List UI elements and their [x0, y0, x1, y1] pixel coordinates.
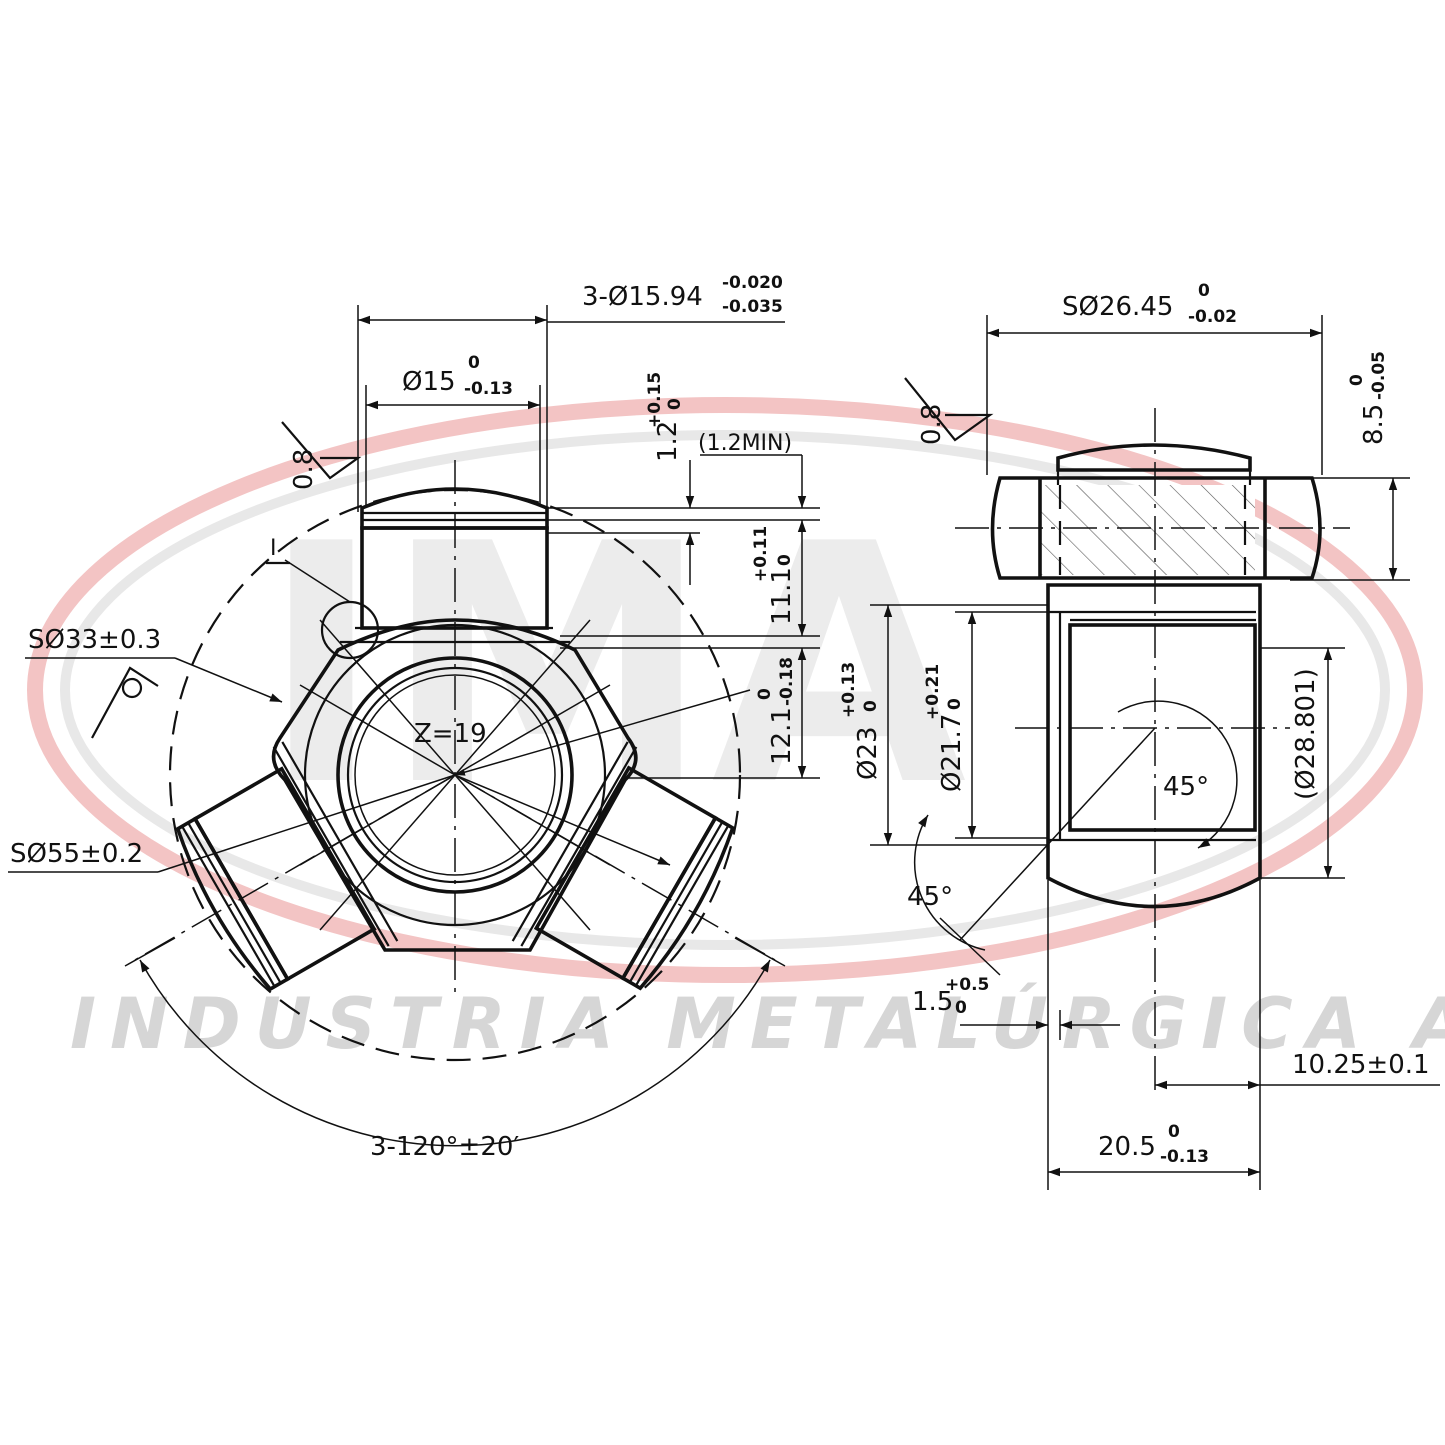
svg-text:+0.11: +0.11 [751, 526, 771, 582]
svg-text:0: 0 [468, 353, 480, 373]
svg-text:0: 0 [665, 398, 685, 410]
svg-text:-0.13: -0.13 [1160, 1147, 1209, 1167]
side-sphere-label: SØ26.45 [1062, 292, 1173, 322]
svg-text:+0.15: +0.15 [645, 372, 665, 428]
pin-diameter: Ø15 [402, 367, 456, 397]
svg-text:0: 0 [945, 698, 965, 710]
offset-label: 10.25±0.1 [1292, 1050, 1430, 1080]
svg-text:-0.035: -0.035 [722, 297, 783, 317]
svg-text:+0.21: +0.21 [923, 664, 943, 720]
chamfer-label: 1.5 [912, 987, 953, 1017]
width-label: 20.5 [1098, 1132, 1156, 1162]
shoulder-dim: 12.1 [767, 707, 797, 765]
roughness-side: 0.8 [917, 404, 947, 445]
bore-23-label: Ø23 [853, 726, 883, 780]
svg-text:+0.5: +0.5 [945, 975, 989, 995]
sphere-55-label: SØ55±0.2 [10, 839, 143, 869]
roughness-front: 0.8 [289, 449, 319, 490]
body-section [1046, 583, 1262, 909]
svg-text:0: 0 [955, 998, 967, 1018]
detail-marker: I [270, 536, 277, 561]
front-view: I Z=19 [8, 273, 820, 1162]
bore-root [354, 674, 556, 876]
angle-label: 3-120°±20′ [370, 1132, 519, 1162]
svg-text:+0.13: +0.13 [839, 662, 859, 718]
angle-arc [139, 959, 771, 1147]
watermark-company: INDUSTRIA METALÚRGICA ALLI [70, 983, 1445, 1065]
side-view: SØ26.45 0 -0.02 0.8 8.5 0 -0.05 Ø23 +0.1… [839, 281, 1440, 1190]
groove-min: (1.2MIN) [698, 431, 792, 456]
upper-section [990, 476, 1322, 580]
svg-text:-0.05: -0.05 [1369, 351, 1389, 400]
svg-text:-0.020: -0.020 [722, 273, 783, 293]
bore-217-label: Ø21.7 [937, 714, 967, 792]
svg-text:0: 0 [1198, 281, 1210, 301]
svg-text:0: 0 [1347, 374, 1367, 386]
teeth-label: Z=19 [414, 719, 487, 749]
pin-length: 11.1 [767, 567, 797, 625]
sphere-33-label: SØ33±0.3 [28, 625, 161, 655]
pin-diameter-total: 3-Ø15.94 [582, 282, 703, 312]
groove-depth: 1.2 [653, 421, 683, 462]
svg-text:0: 0 [755, 688, 775, 700]
angle-outer-label: 45° [907, 882, 953, 912]
svg-text:0: 0 [861, 700, 881, 712]
outer-ref-label: (Ø28.801) [1291, 668, 1321, 800]
watermark-swoosh-gray [60, 430, 1390, 950]
svg-text:0: 0 [1168, 1122, 1180, 1142]
watermark-swoosh-red [27, 397, 1423, 983]
upper-cap [1056, 443, 1252, 472]
svg-text:-0.18: -0.18 [777, 657, 797, 706]
angle-inner-label: 45° [1163, 772, 1209, 802]
svg-text:-0.02: -0.02 [1188, 307, 1237, 327]
svg-text:0: 0 [775, 554, 795, 566]
height-label: 8.5 [1359, 404, 1389, 445]
svg-text:-0.13: -0.13 [464, 379, 513, 399]
